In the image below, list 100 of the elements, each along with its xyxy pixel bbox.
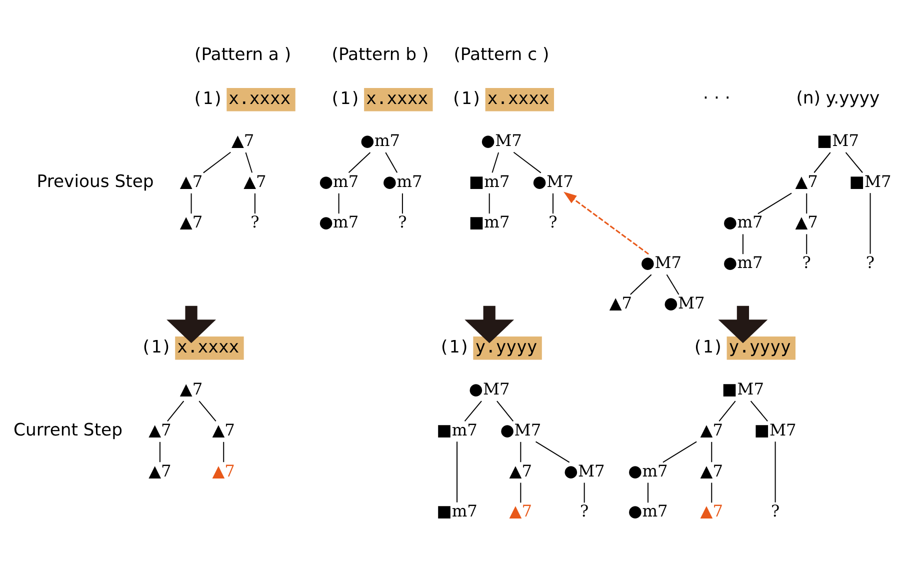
node-text: ▲7 [700, 461, 723, 480]
connector [464, 400, 482, 422]
connector [223, 442, 224, 462]
node-label: (1) [192, 88, 224, 109]
label: Current Step [14, 420, 122, 441]
connector [718, 400, 736, 422]
node-text: ■m7 [436, 502, 478, 521]
arrow [166, 306, 216, 344]
connector [167, 400, 184, 422]
node-text: ▲7 [148, 461, 172, 480]
arrow [718, 306, 768, 344]
node-text: ●m7 [318, 212, 359, 232]
label: · · · [703, 88, 730, 108]
connector [711, 442, 712, 462]
connector [159, 442, 160, 462]
connector [488, 193, 490, 214]
node-text: ▲7 [212, 420, 235, 440]
node-text: ? [548, 212, 558, 232]
connector [711, 482, 712, 503]
connector [385, 152, 398, 173]
label: (Pattern a ) [194, 44, 292, 65]
connector [806, 193, 808, 214]
node-text: ■M7 [816, 130, 859, 150]
connector [758, 192, 792, 214]
connector [190, 193, 192, 214]
connector [845, 152, 863, 173]
connector [806, 234, 808, 254]
connector [338, 193, 340, 214]
node-text: ▲7 [795, 172, 818, 191]
node-label: (1) [450, 88, 482, 109]
connector [496, 400, 514, 422]
node-text: ▲7 [609, 294, 632, 313]
node-text: ▲7 [180, 379, 203, 398]
node-text: ▲7 [231, 130, 254, 150]
node-text: ●M7 [640, 253, 682, 272]
node-box: x.xxxx [175, 336, 244, 360]
node-text: ▲7 [509, 461, 532, 480]
node-text: ▲7 [509, 502, 532, 521]
node-text: ? [770, 502, 780, 521]
node-label: (1) [330, 88, 361, 109]
node-text: ▲7 [180, 212, 203, 232]
connector [520, 442, 522, 462]
node-text: ●m7 [723, 253, 763, 272]
node-text: ▲7 [244, 172, 266, 191]
node-text: ■m7 [436, 420, 478, 440]
connector [456, 442, 458, 502]
node-label: (1) [692, 337, 724, 358]
node-text: ●m7 [318, 172, 359, 191]
node-text: ●M7 [468, 379, 510, 398]
connector [666, 274, 680, 295]
node-text: ●m7 [628, 502, 668, 521]
connector [492, 152, 500, 173]
node-text: ? [580, 502, 589, 521]
connector [870, 193, 871, 254]
node-box: x.xxxx [226, 88, 296, 112]
node-text: ■M7 [754, 420, 796, 440]
node-box: x.xxxx [364, 88, 433, 112]
connector [245, 152, 253, 173]
node-text: ●M7 [481, 130, 522, 150]
node-box: y.yyyy [473, 336, 542, 360]
connector [774, 442, 776, 502]
node-text: ▲7 [700, 502, 723, 521]
node-text: ●M7 [664, 294, 705, 313]
node-text: ■M7 [722, 379, 764, 398]
connector [647, 482, 648, 503]
node-text: ? [802, 253, 811, 272]
label: Previous Step [36, 172, 154, 192]
node-text: ●m7 [628, 461, 668, 480]
node-label: (1) [438, 337, 470, 358]
label: (n) y.yyyy [796, 88, 880, 108]
node-text: ●M7 [500, 420, 542, 440]
node-text: ●M7 [532, 172, 574, 191]
connector [402, 193, 403, 214]
node-box: x.xxxx [485, 88, 554, 112]
node-text: ■m7 [468, 172, 510, 191]
node-text: ●m7 [723, 212, 763, 232]
arrow [564, 192, 649, 255]
connector [520, 482, 522, 503]
connector [198, 400, 216, 422]
node-text: ■m7 [468, 212, 510, 232]
node-box: y.yyyy [726, 336, 796, 360]
node-text: ▲7 [180, 172, 203, 191]
node-text: ■M7 [849, 172, 892, 191]
node-text: ●m7 [382, 172, 422, 191]
connector [513, 152, 542, 174]
node-label: (1) [140, 337, 172, 358]
label: (Pattern b ) [332, 44, 429, 65]
connector [203, 152, 231, 174]
node-text: ●m7 [360, 130, 400, 150]
node-text: ? [398, 212, 407, 232]
node-text: ? [866, 253, 875, 272]
arrow [464, 306, 514, 344]
connector [552, 193, 554, 214]
node-text: ●M7 [564, 461, 605, 480]
connector [254, 193, 256, 214]
node-text: ▲7 [148, 420, 172, 440]
node-text: ▲7 [795, 212, 818, 232]
connector [584, 482, 585, 503]
node-text: ▲7 [700, 420, 723, 440]
connector [742, 234, 744, 254]
